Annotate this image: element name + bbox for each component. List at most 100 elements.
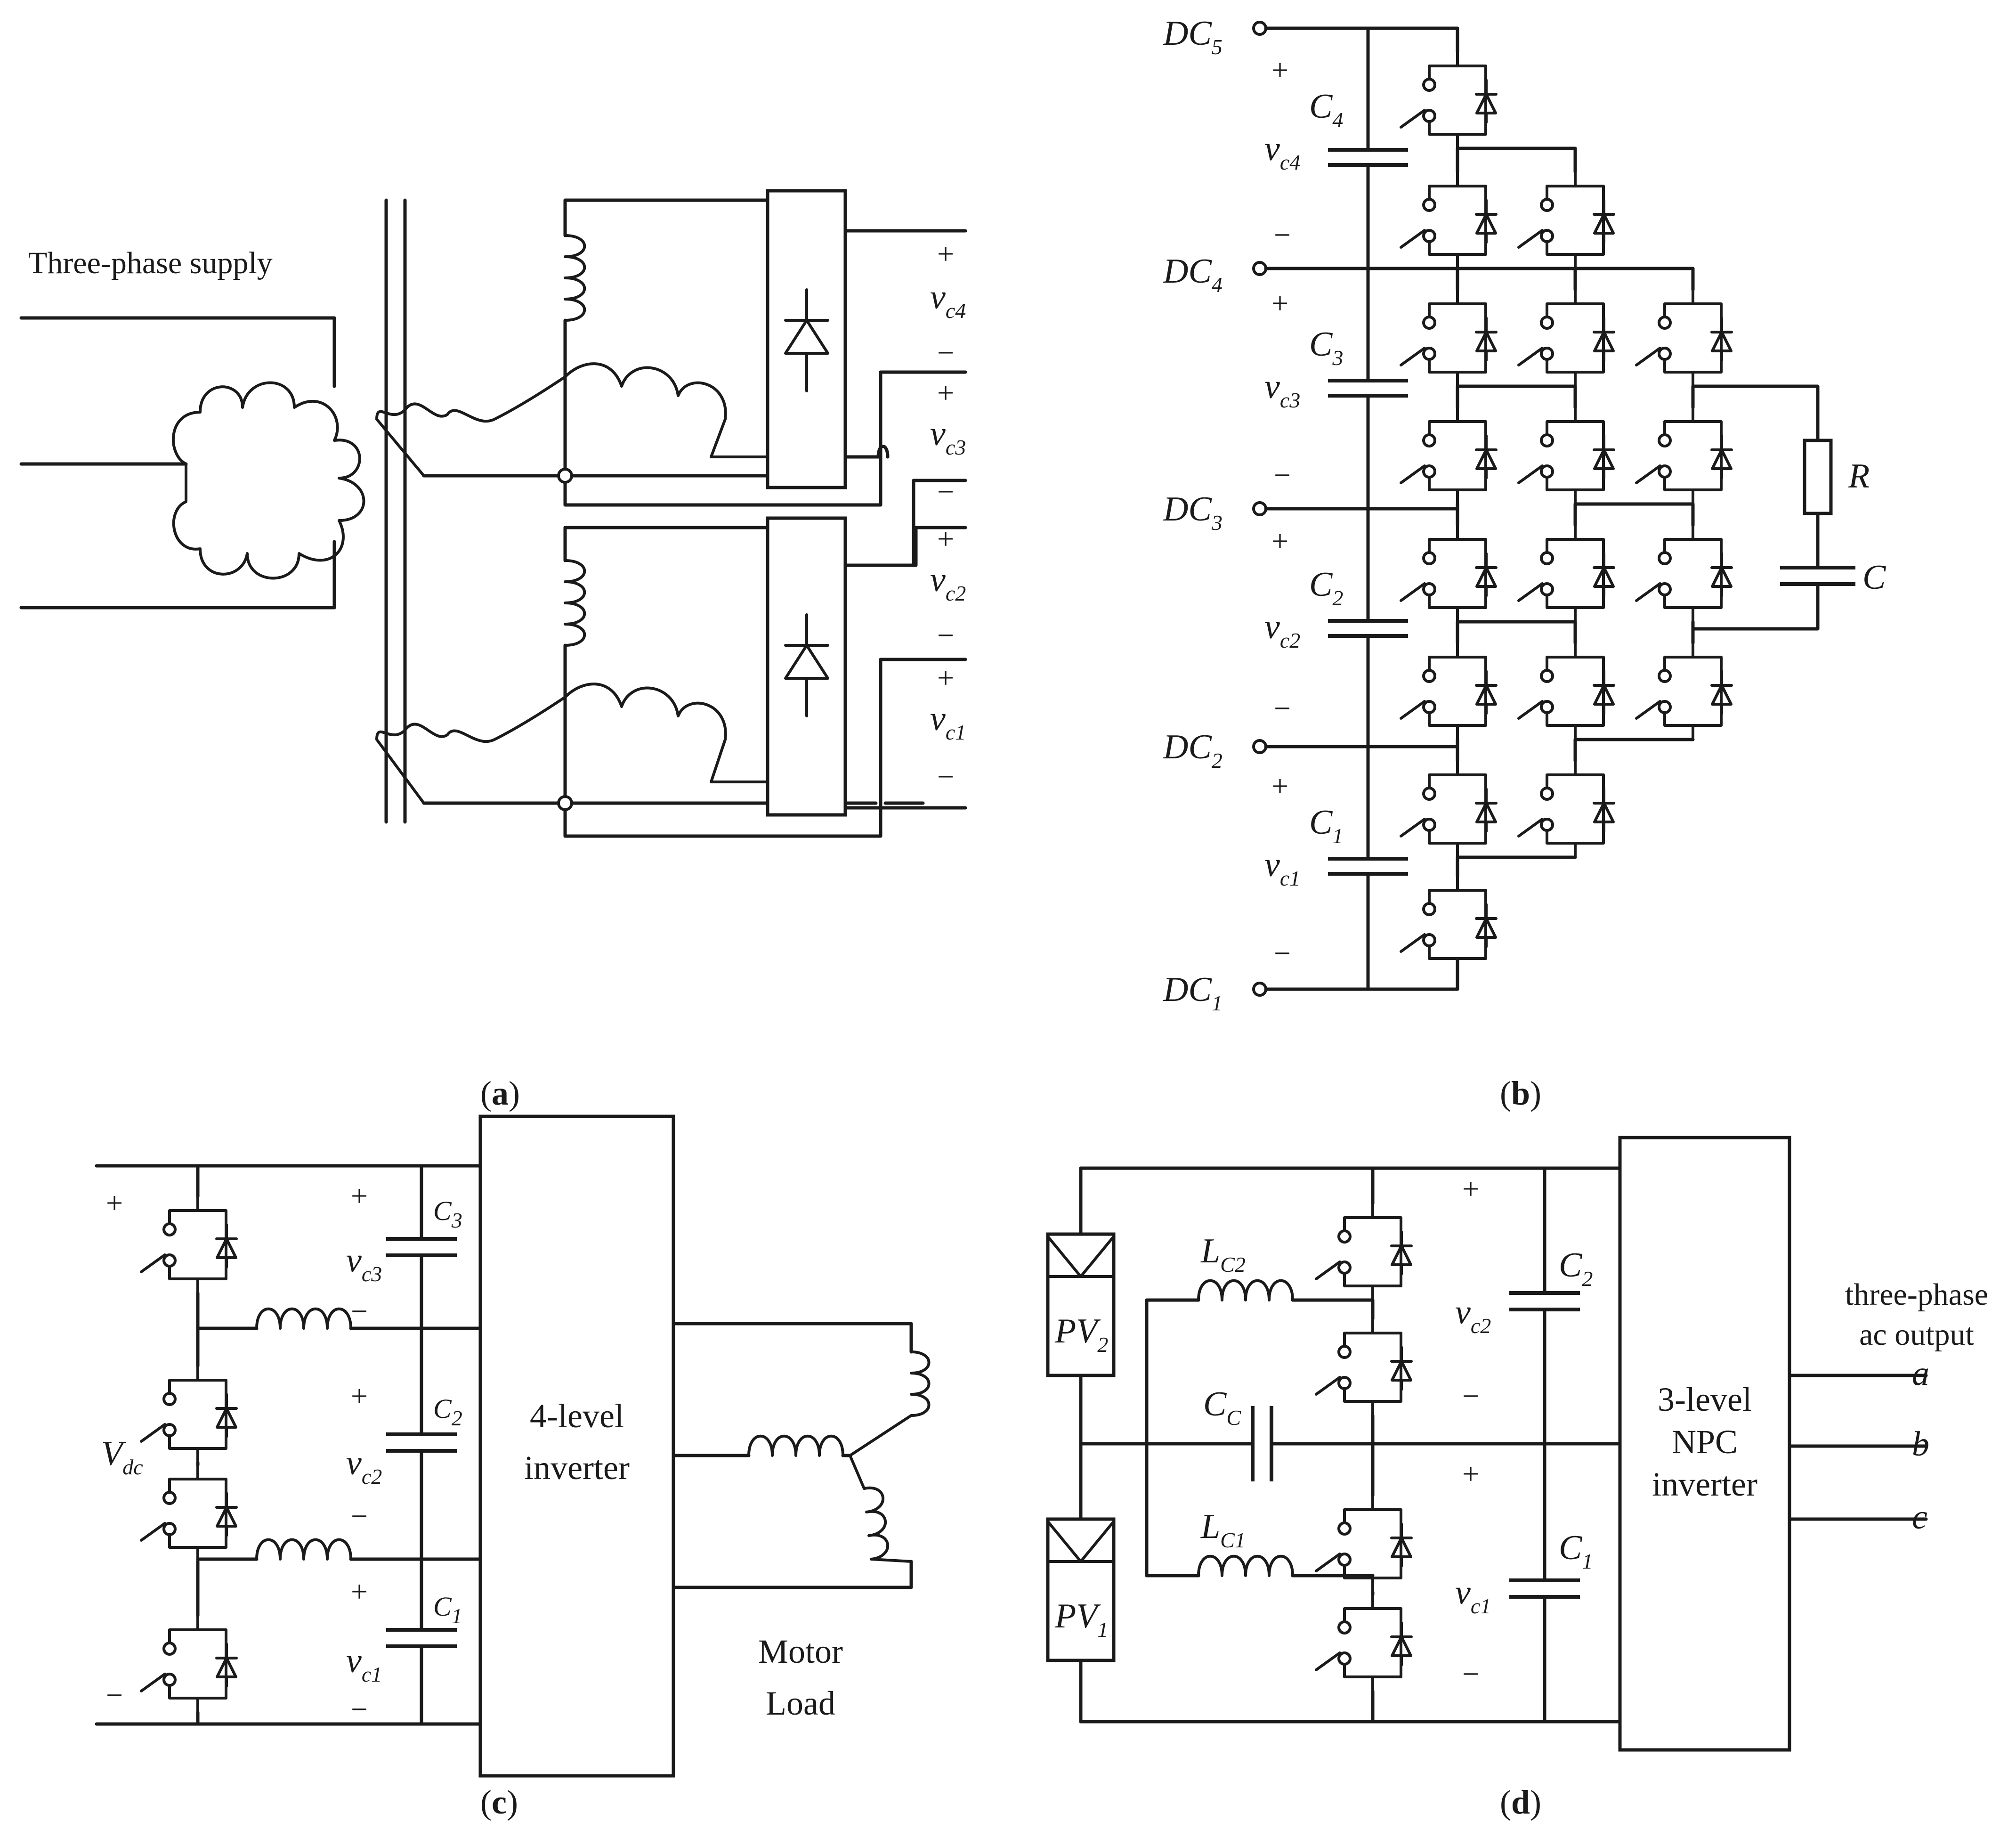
- vc4-b-label: vc4: [1264, 130, 1300, 174]
- vc1-c-label: vc1: [346, 1642, 382, 1686]
- vc3-plus: +: [937, 376, 954, 409]
- c1-plus: +: [1271, 769, 1288, 803]
- c1-minus: −: [1274, 936, 1291, 970]
- c1-d-label: C1: [1559, 1529, 1593, 1573]
- npc-line3: inverter: [1652, 1465, 1757, 1503]
- rc-branch: R C: [1691, 384, 1886, 631]
- dc-terminals: DC5 DC4 DC3 DC2 DC1: [1163, 14, 1267, 1015]
- vc2-label: vc2: [930, 561, 966, 605]
- c1-c-minus: −: [351, 1692, 368, 1726]
- upper-secondary: [375, 198, 967, 507]
- c2-label: C2: [1309, 565, 1343, 610]
- vc3-c-label: vc3: [346, 1241, 382, 1286]
- inverter-4level-line2: inverter: [524, 1449, 630, 1487]
- vc2-d-label: vc2: [1455, 1293, 1491, 1338]
- svg-text:PV2: PV2: [1054, 1312, 1108, 1357]
- svg-text:PV1: PV1: [1054, 1597, 1108, 1642]
- vc2-plus: +: [937, 522, 954, 555]
- c2-c-plus: +: [351, 1379, 368, 1413]
- c3-c-label: C3: [433, 1196, 462, 1232]
- dc1-label: DC1: [1163, 970, 1223, 1015]
- cc-label: CC: [1203, 1385, 1241, 1430]
- c1-label: C1: [1309, 803, 1343, 848]
- panel-c: + − Vdc + vc3 − C3 + vc2 − C2 + vc1 − C1…: [95, 1114, 931, 1821]
- motor-load-line2: Load: [766, 1684, 835, 1722]
- switch-matrix: [1401, 52, 1732, 973]
- vc4-minus: −: [937, 336, 954, 369]
- vc4-plus: +: [937, 237, 954, 270]
- dc4-label: DC4: [1163, 252, 1223, 297]
- vc1-plus: +: [937, 661, 954, 694]
- c2-minus: −: [1274, 691, 1291, 725]
- c3-c-minus: −: [351, 1294, 368, 1328]
- supply-label: Three-phase supply: [28, 246, 273, 280]
- phase-b: b: [1912, 1425, 1929, 1464]
- vc3-b-label: vc3: [1264, 367, 1300, 412]
- four-level-inverter: [478, 1114, 675, 1778]
- vc2-minus: −: [937, 618, 954, 652]
- c2-c-label: C2: [433, 1393, 462, 1430]
- vc3-minus: −: [937, 475, 954, 508]
- dc3-label: DC3: [1163, 490, 1223, 535]
- pv1-module: PV1: [1046, 1517, 1116, 1662]
- upper-rectifier: [766, 189, 967, 489]
- phase-a: a: [1912, 1354, 1929, 1393]
- cap-labels-b: + C4 vc4 − + C3 vc3 − + C2 vc2 − + C1 vc…: [1264, 53, 1343, 970]
- c2-plus: +: [1271, 524, 1288, 558]
- npc-line1: 3-level: [1658, 1381, 1752, 1418]
- caption-b: (b): [1500, 1074, 1541, 1112]
- c3-plus: +: [1271, 286, 1288, 320]
- phase-c: c: [1912, 1498, 1927, 1537]
- dc2-label: DC2: [1163, 728, 1223, 773]
- c1-d-plus: +: [1462, 1457, 1479, 1490]
- vc1-d-label: vc1: [1455, 1573, 1491, 1618]
- lower-rectifier: [766, 516, 967, 817]
- c2-d-plus: +: [1462, 1172, 1479, 1205]
- c1-c-plus: +: [351, 1575, 368, 1608]
- vc1-b-label: vc1: [1264, 846, 1300, 890]
- supply-lines: [19, 316, 336, 610]
- lc1-label: LC1: [1200, 1507, 1246, 1552]
- primary-winding: [172, 381, 365, 580]
- vdc-plus: +: [106, 1186, 123, 1220]
- vdc-minus: −: [106, 1678, 123, 1712]
- c3-minus: −: [1274, 458, 1291, 492]
- transformer-core: [384, 198, 407, 824]
- caption-d: (d): [1500, 1783, 1541, 1821]
- c2-d-label: C2: [1559, 1246, 1593, 1291]
- motor-load-line1: Motor: [758, 1633, 843, 1670]
- inverter-4level-line1: 4-level: [530, 1397, 624, 1435]
- npc-inverter-block: [1618, 1136, 1791, 1752]
- panel-b: DC5 DC4 DC3 DC2 DC1 + C4 vc4 − + C3 vc3: [1163, 14, 1886, 1112]
- resistor-r: [1803, 439, 1833, 515]
- c2-d-minus: −: [1462, 1379, 1479, 1413]
- dc5-label: DC5: [1163, 14, 1223, 59]
- caption-c: (c): [480, 1783, 518, 1821]
- panel-a: Three-phase supply: [19, 189, 967, 1112]
- vc1-label: vc1: [930, 699, 966, 744]
- caption-a: (a): [480, 1074, 520, 1112]
- c3-c-plus: +: [351, 1179, 368, 1212]
- vdc-label: Vdc: [101, 1434, 143, 1479]
- vc2-c-label: vc2: [346, 1444, 382, 1488]
- panel-d: PV2 PV1 LC2 LC1 CC + vc2 − C2 + vc1: [1046, 1136, 1988, 1821]
- r-label: R: [1848, 457, 1870, 496]
- c4-label: C4: [1309, 87, 1343, 132]
- c-label: C: [1862, 558, 1886, 597]
- output-labels-a: + vc4 − + vc3 − + vc2 − + vc1 −: [930, 237, 966, 793]
- c1-c-label: C1: [433, 1591, 462, 1628]
- lower-secondary: [375, 526, 967, 838]
- vc2-b-label: vc2: [1264, 608, 1300, 652]
- c4-minus: −: [1274, 218, 1291, 252]
- vc3-label: vc3: [930, 415, 966, 459]
- vc1-minus: −: [937, 760, 954, 793]
- c2-c-minus: −: [351, 1499, 368, 1533]
- c1-d-minus: −: [1462, 1657, 1479, 1691]
- npc-line2: NPC: [1672, 1423, 1738, 1461]
- vc4-label: vc4: [930, 278, 966, 323]
- ac-output-line1: three-phase: [1845, 1277, 1988, 1312]
- c4-plus: +: [1271, 53, 1288, 87]
- ac-output-line2: ac output: [1859, 1318, 1974, 1352]
- c3-label: C3: [1309, 325, 1343, 370]
